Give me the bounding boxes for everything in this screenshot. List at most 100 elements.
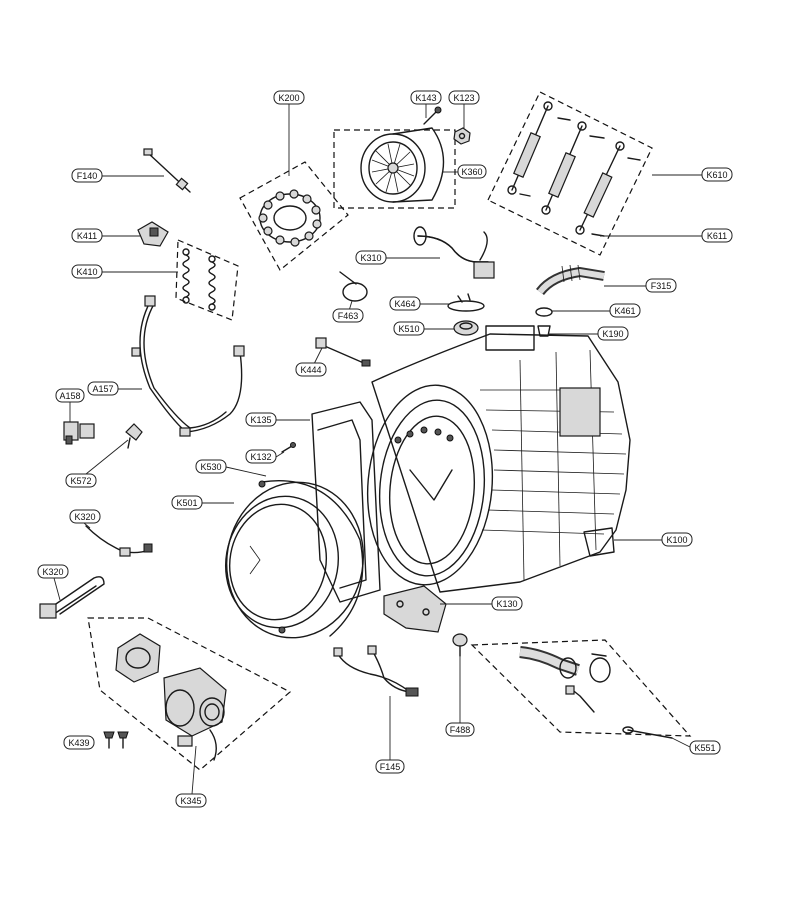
svg-text:K444: K444 (300, 365, 321, 375)
callout-A157: A157 (87, 381, 119, 396)
callout-K410: K410 (71, 264, 103, 279)
svg-text:F463: F463 (338, 311, 359, 321)
svg-text:K551: K551 (694, 743, 715, 753)
fastener-bolt-part (143, 148, 191, 193)
suspension-spring-part (182, 248, 216, 311)
damper-pin-part (519, 117, 641, 237)
svg-text:K123: K123 (453, 93, 474, 103)
svg-text:F145: F145 (380, 762, 401, 772)
rotor-part (360, 127, 445, 203)
svg-text:K320: K320 (74, 512, 95, 522)
heater-element-part (39, 576, 105, 619)
drain-hose-group-outline (470, 639, 692, 737)
svg-text:K439: K439 (68, 738, 89, 748)
svg-text:F140: F140 (77, 171, 98, 181)
wire-harness-part (131, 295, 245, 437)
seal-ring-part (535, 307, 553, 337)
damper-part (507, 101, 625, 235)
svg-text:K132: K132 (250, 452, 271, 462)
callout-K501: K501 (171, 495, 203, 510)
callout-K200: K200 (273, 90, 305, 105)
svg-text:K410: K410 (76, 267, 97, 277)
stator-part (258, 189, 322, 247)
svg-text:K190: K190 (602, 329, 623, 339)
pump-harness-part (333, 645, 419, 697)
callout-K444: K444 (295, 362, 327, 377)
svg-text:K501: K501 (176, 498, 197, 508)
callout-K461: K461 (609, 303, 641, 318)
callout-K551: K551 (689, 740, 721, 755)
door-gasket-part (224, 480, 365, 639)
svg-text:K100: K100 (666, 535, 687, 545)
svg-text:K572: K572 (70, 476, 91, 486)
damper-group-outline (487, 91, 653, 256)
tub-assembly-part (366, 325, 631, 593)
svg-text:K200: K200 (278, 93, 299, 103)
callout-K572: K572 (65, 473, 97, 488)
callout-F488: F488 (445, 722, 475, 737)
svg-text:K461: K461 (614, 306, 635, 316)
callout-F315: F315 (645, 278, 677, 293)
pump-screw-part (103, 731, 129, 749)
callout-K320-cable: K320 (69, 509, 101, 524)
ring-clamp-part (447, 293, 485, 312)
svg-text:K611: K611 (707, 231, 727, 241)
pump-group-outline (87, 617, 292, 771)
callout-K100: K100 (661, 532, 693, 547)
gasket-screw-part (281, 442, 296, 453)
leader-lines (53, 104, 702, 795)
heater-cable-part (85, 525, 153, 557)
drain-pump-part (115, 633, 227, 761)
svg-text:K360: K360 (461, 167, 482, 177)
callout-K611: K611 (701, 228, 733, 243)
callout-K439: K439 (63, 735, 95, 750)
callout-labels: K200 K143 K123 K360 K610 K611 F140 K411 (37, 90, 733, 808)
callout-K610: K610 (701, 167, 733, 182)
callout-K130: K130 (491, 596, 523, 611)
rotor-nut-part (453, 127, 471, 145)
svg-text:A157: A157 (92, 384, 113, 394)
tub-bracket-part (383, 585, 447, 633)
svg-text:K530: K530 (200, 462, 221, 472)
tub-cap-part (453, 320, 479, 336)
stator-group-outline (239, 161, 349, 271)
callout-K411: K411 (71, 228, 103, 243)
callout-K464: K464 (389, 296, 421, 311)
callout-F463: F463 (332, 308, 364, 323)
sensor-harness-part (315, 337, 371, 367)
svg-text:F315: F315 (651, 281, 672, 291)
svg-text:K510: K510 (398, 324, 419, 334)
svg-text:A158: A158 (59, 391, 80, 401)
callout-A158: A158 (55, 388, 85, 403)
svg-text:K464: K464 (394, 299, 415, 309)
callout-K510: K510 (393, 321, 425, 336)
callout-K320-heater: K320 (37, 564, 69, 579)
svg-text:K345: K345 (180, 796, 201, 806)
svg-text:F488: F488 (450, 725, 471, 735)
svg-text:K135: K135 (250, 415, 271, 425)
hose-clamp-part (339, 271, 368, 302)
svg-text:K130: K130 (496, 599, 517, 609)
callout-K190: K190 (597, 326, 629, 341)
front-tub-frame-part (311, 401, 381, 603)
callout-K345: K345 (175, 793, 207, 808)
callout-K132: K132 (245, 449, 277, 464)
drain-clamp-part (452, 633, 468, 657)
rotor-bolt-part (423, 106, 442, 125)
callout-K123: K123 (448, 90, 480, 105)
harness-connector-part (63, 421, 95, 445)
callout-K143: K143 (410, 90, 442, 105)
svg-text:K610: K610 (706, 170, 727, 180)
drain-hose-part (519, 646, 673, 739)
tub-hose-part (413, 226, 495, 279)
callout-F140: F140 (71, 168, 103, 183)
callout-K360: K360 (457, 164, 487, 179)
callout-K135: K135 (245, 412, 277, 427)
spring-clip-part (137, 221, 169, 247)
callout-F145: F145 (375, 759, 405, 774)
temperature-sensor-part (125, 423, 143, 449)
svg-text:K310: K310 (360, 253, 381, 263)
spring-group-outline (175, 239, 239, 321)
callout-K530: K530 (195, 459, 227, 474)
